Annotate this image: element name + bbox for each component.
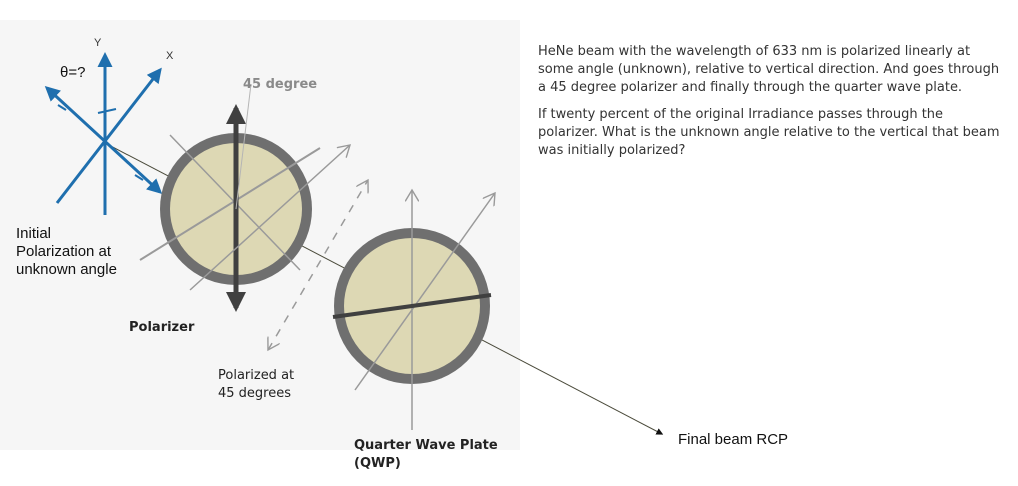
x-axis-label: X — [166, 50, 174, 62]
qwp-diagonal-axis — [354, 193, 495, 391]
initial-polarization-label: Initial Polarization at unknown angle — [16, 225, 117, 278]
polarization-tick — [134, 174, 144, 181]
polarizer-label: Polarizer — [129, 320, 195, 335]
polarizer-angle-label: 45 degree — [243, 77, 318, 92]
qwp-slow-axis — [332, 293, 492, 319]
final-beam-label: Final beam RCP — [678, 431, 789, 448]
theta-label: θ=? — [60, 64, 86, 81]
polarization-tick — [57, 104, 67, 111]
quarter-wave-plate — [332, 190, 495, 430]
problem-paragraph-2: If twenty percent of the original Irradi… — [538, 107, 1000, 158]
coordinate-axes — [44, 52, 163, 215]
polarized-45-field — [268, 180, 368, 350]
problem-paragraph-1: HeNe beam with the wavelength of 633 nm … — [538, 44, 1000, 95]
y-axis-label: Y — [94, 37, 102, 49]
problem-statement: HeNe beam with the wavelength of 633 nm … — [538, 43, 1000, 169]
polarization-tick — [97, 108, 117, 114]
polarizer-45-guide — [235, 83, 252, 210]
qwp-label: Quarter Wave Plate (QWP) — [354, 438, 498, 471]
polarized-45-label: Polarized at 45 degrees — [218, 368, 295, 401]
initial-polarization-vector — [44, 85, 163, 195]
